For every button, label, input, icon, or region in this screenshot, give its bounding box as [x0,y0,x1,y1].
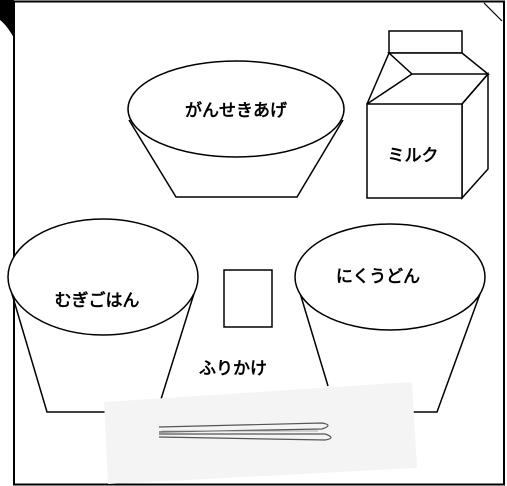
carton-top [388,30,463,54]
chopstick-top [158,422,329,433]
carton-gable [387,52,491,75]
carton-front [366,103,463,199]
chopsticks-tray [104,382,417,484]
bowl-rim [127,60,345,158]
page-frame [13,0,505,486]
carton-left-slope [366,52,390,105]
chopstick-bottom [158,433,332,441]
packet-rect [223,269,273,328]
milk-carton: ミルク [366,30,491,200]
bowl-body [128,119,344,198]
tray-shade [104,382,417,484]
bowl-rim [294,223,486,331]
bowl-mugi-gohan: むぎごはん [7,218,199,413]
carton-gable-edge [366,73,489,105]
label-ganseki-age: がんせきあげ [185,100,288,121]
furikake-packet: ふりかけ [199,269,273,379]
bowl-rim [7,218,199,336]
bowl-ganseki-age: がんせきあげ [127,60,345,198]
corner-shape [0,0,14,38]
corner-line [483,2,503,22]
label-niku-udon: にくうどん [336,267,420,287]
bowl-niku-udon: にくうどん [294,223,486,413]
label-milk: ミルク [388,146,439,166]
carton-side [461,71,489,200]
bowl-body [8,283,198,413]
label-furikake: ふりかけ [199,359,267,379]
bowl-body [296,282,485,413]
label-mugi-gohan: むぎごはん [55,290,140,311]
